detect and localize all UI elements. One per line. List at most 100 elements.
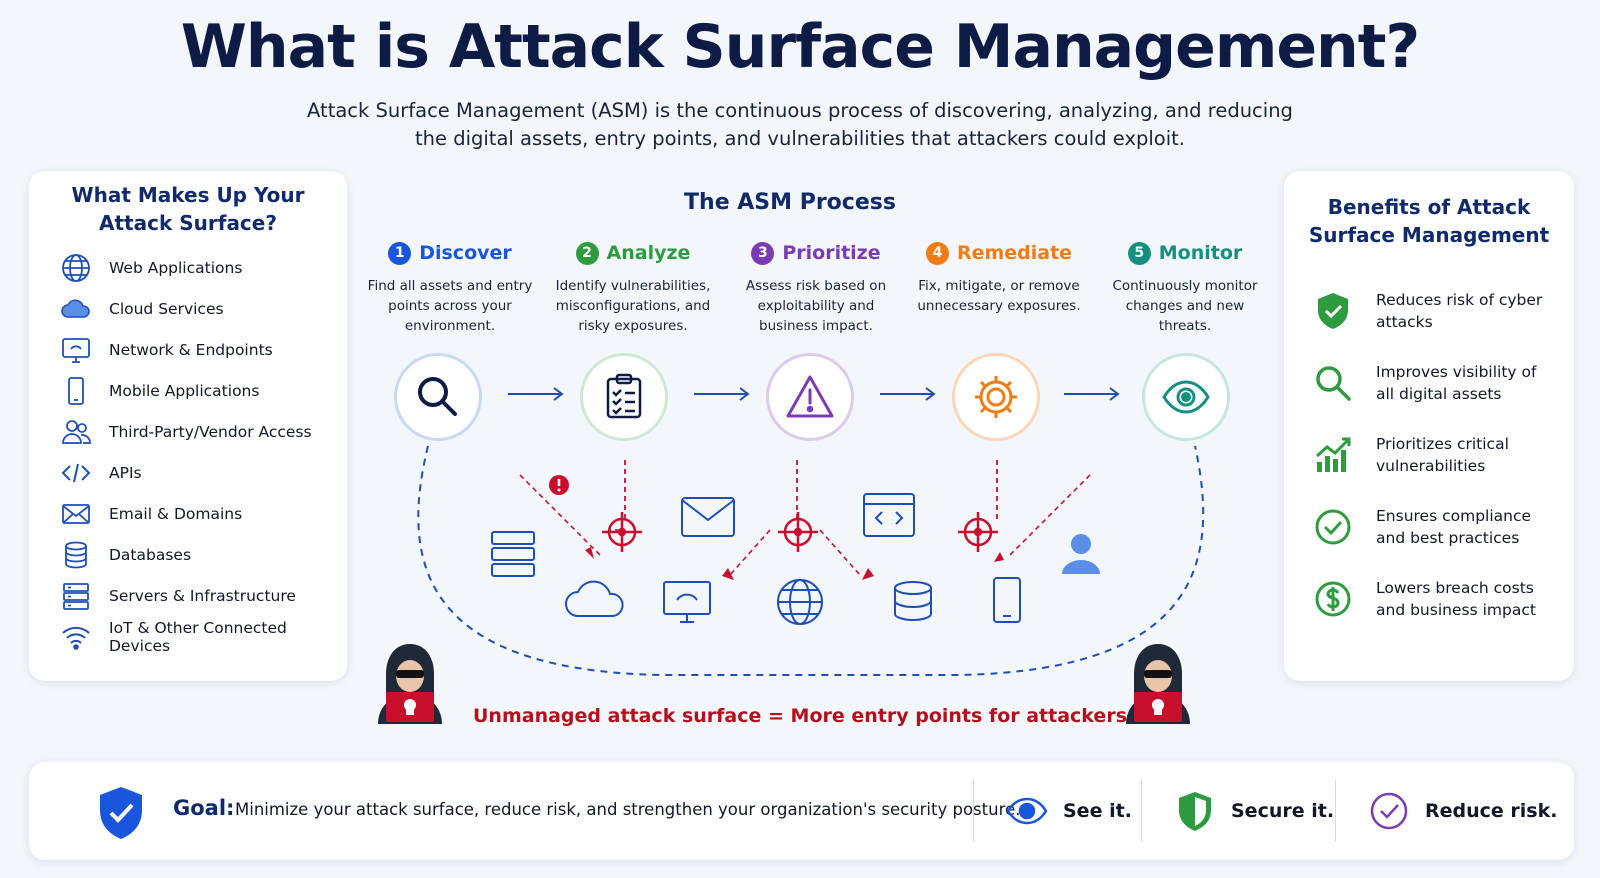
users-icon [62, 419, 91, 444]
step-description: Fix, mitigate, or remove unnecessary exp… [917, 278, 1081, 314]
list-item: IoT & Other Connected Devices [29, 616, 347, 657]
database-icon [65, 541, 87, 568]
step-number: 1 [388, 241, 412, 265]
magnifier-icon [418, 377, 457, 416]
eye-icon [1006, 797, 1048, 825]
alert-icon [549, 475, 569, 495]
page-subtitle: Attack Surface Management (ASM) is the c… [307, 99, 1293, 150]
step-number: 3 [751, 241, 775, 265]
step-description: Identify vulnerabilities, misconfigurati… [555, 278, 711, 334]
step-description: Continuously monitor changes and new thr… [1112, 278, 1258, 334]
step-number: 5 [1127, 241, 1151, 265]
prioritize-circle [766, 353, 854, 441]
search-icon [1316, 366, 1351, 401]
mail-icon [62, 503, 90, 524]
list-item-label: Third-Party/Vendor Access [109, 422, 312, 441]
monitor-circle [1142, 353, 1230, 441]
user-icon [1062, 534, 1100, 574]
wifi-icon [62, 626, 90, 650]
list-item-label: Cloud Services [109, 299, 224, 318]
attack-arrowhead [862, 568, 874, 580]
analyze-circle [580, 353, 668, 441]
divider [1141, 780, 1142, 842]
list-item-label: Prioritizes critical vulnerabilities [1376, 435, 1509, 475]
hacker-icon [1126, 644, 1190, 724]
check-circle-icon [1315, 509, 1351, 545]
divider [1335, 780, 1336, 842]
eye-icon [1162, 380, 1210, 414]
code-window-icon [863, 493, 915, 537]
step-name: Monitor [1158, 242, 1243, 264]
clipboard-icon [606, 373, 642, 419]
list-item: Ensures compliance and best practices [1284, 491, 1574, 563]
page-title: What is Attack Surface Management? [180, 12, 1420, 82]
monitor-icon [663, 581, 711, 623]
benefits-title: Benefits of Attack Surface Management [1308, 195, 1550, 247]
list-item-label: Ensures compliance and best practices [1376, 507, 1532, 547]
pill-label: See it. [1063, 800, 1132, 822]
reduce-risk-pill: Reduce risk. [1367, 786, 1557, 836]
list-item-label: APIs [109, 463, 142, 482]
list-item: Mobile Applications [29, 370, 347, 411]
mail-icon [681, 497, 735, 537]
step-name: Remediate [956, 242, 1073, 264]
attack-surface-card: What Makes Up Your Attack Surface? Web A… [29, 171, 347, 681]
chart-up-icon [1315, 437, 1351, 472]
target-icon [778, 512, 818, 552]
list-item-label: Improves visibility of all digital asset… [1376, 363, 1537, 403]
list-item: Lowers breach costs and business impact [1284, 563, 1574, 635]
attack-arrowhead [994, 552, 1004, 562]
mobile-icon [993, 577, 1021, 623]
arrow-right-icon [694, 387, 750, 401]
attack-arrowhead [585, 547, 594, 559]
attack-surface-warning: Unmanaged attack surface = More entry po… [473, 705, 1127, 727]
arrow-right-icon [880, 387, 936, 401]
step-name: Prioritize [782, 242, 881, 264]
step-discover: 1 Discover Find all assets and entry poin… [365, 238, 535, 336]
server-icon [491, 531, 535, 577]
list-item: Web Applications [29, 247, 347, 288]
list-item-label: Mobile Applications [109, 381, 260, 400]
list-item-label: Network & Endpoints [109, 340, 273, 359]
attack-arrowhead [722, 568, 734, 580]
list-item-label: IoT & Other Connected Devices [109, 618, 287, 655]
mobile-icon [68, 376, 84, 405]
divider [973, 780, 974, 842]
list-item-label: Email & Domains [109, 504, 243, 523]
goal-text: Minimize your attack surface, reduce ris… [235, 800, 1021, 819]
list-item: Databases [29, 534, 347, 575]
check-circle-icon [1370, 792, 1408, 830]
code-icon [61, 463, 91, 482]
goal-bar: Goal: Minimize your attack surface, redu… [29, 762, 1574, 860]
secure-it-pill: Secure it. [1173, 786, 1334, 836]
step-description: Find all assets and entry points across … [367, 278, 533, 334]
list-item: Email & Domains [29, 493, 347, 534]
list-item: Improves visibility of all digital asset… [1284, 347, 1574, 419]
cloud-icon [61, 299, 90, 318]
step-number: 2 [575, 241, 599, 265]
see-it-pill: See it. [1005, 786, 1132, 836]
arrow-right-icon [508, 387, 564, 401]
attack-surface-list: Web Applications Cloud Services Network … [29, 247, 347, 657]
step-monitor: 5 Monitor Continuously monitor changes an… [1100, 238, 1270, 336]
list-item-label: Web Applications [109, 258, 243, 277]
list-item: Prioritizes critical vulnerabilities [1284, 419, 1574, 491]
pill-label: Reduce risk. [1425, 800, 1558, 822]
arrow-right-icon [1064, 387, 1120, 401]
attack-surface-boundary [417, 445, 1205, 676]
warning-icon [786, 375, 834, 418]
list-item: Reduces risk of cyber attacks [1284, 275, 1574, 347]
benefits-list: Reduces risk of cyber attacks Improves v… [1284, 275, 1574, 635]
step-remediate: 4 Remediate Fix, mitigate, or remove unne… [914, 238, 1084, 316]
step-name: Discover [419, 242, 512, 264]
step-number: 4 [925, 241, 949, 265]
shield-check-icon [1318, 293, 1348, 329]
goal-label: Goal: [173, 796, 235, 820]
target-icon [602, 512, 642, 552]
list-item: Third-Party/Vendor Access [29, 411, 347, 452]
globe-icon [62, 253, 90, 282]
globe-icon [777, 579, 823, 625]
dollar-icon [1315, 581, 1351, 617]
